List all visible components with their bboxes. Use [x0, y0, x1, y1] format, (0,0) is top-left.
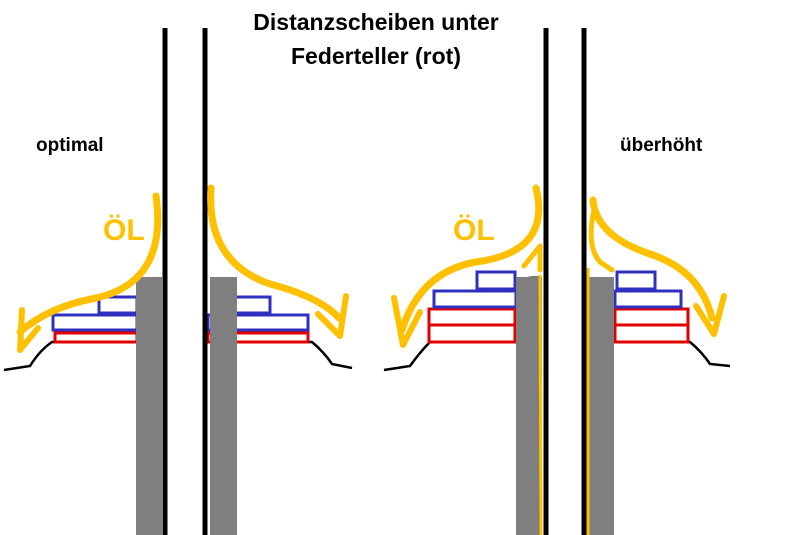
oil-flow-arrow [589, 196, 716, 322]
panel-raised-right [581, 28, 731, 535]
spring-seat-upper [232, 295, 272, 315]
valve-stem [588, 277, 614, 535]
diagram-title-line-1: Distanzscheiben unter [253, 9, 499, 35]
spring-seat-upper [475, 270, 517, 291]
valve-stem [136, 277, 162, 535]
oil-arrow-head [693, 293, 727, 337]
valve-stem-top [210, 277, 237, 290]
spacer-shim-lower [427, 323, 517, 344]
oil-flow-arrow [207, 184, 343, 322]
label-ueberhoeht: überhöht [620, 135, 703, 156]
valve-stem-top [136, 276, 162, 290]
spacer-shim-lower [613, 323, 690, 344]
oil-arrow-head [391, 295, 423, 348]
spring-seat-lower [432, 289, 518, 309]
panel-raised-left [383, 28, 549, 535]
spacer-shim-upper [613, 307, 690, 327]
oil-arrow-head [315, 293, 349, 339]
valve-stem [516, 277, 542, 535]
oil-film [538, 274, 543, 535]
spacer-shim [53, 331, 139, 344]
oil-arrow-head-stem [521, 243, 543, 273]
panel-optimal-right [202, 28, 353, 535]
label-optimal: optimal [36, 135, 104, 156]
valve-stem [210, 277, 237, 535]
panel-optimal-left [3, 28, 168, 535]
oil-flow-arrow [398, 184, 543, 334]
oil-label-left: ÖL [103, 214, 145, 247]
spring-seat-lower [613, 289, 683, 309]
cylinder-head-surface [208, 340, 353, 370]
valve-stem-top [588, 277, 614, 290]
valve-stem-top [516, 275, 542, 290]
oil-flow-arrow [16, 192, 162, 336]
spring-seat-lower [51, 313, 139, 332]
oil-arrow-head [17, 307, 41, 353]
oil-stem-branch [588, 207, 615, 273]
cylinder-head-surface [588, 340, 731, 368]
spring-seat-lower [206, 313, 310, 332]
diagram-title-line-2: Federteller (rot) [291, 43, 461, 69]
cylinder-head-surface [3, 340, 160, 372]
spring-seat-upper [97, 295, 139, 315]
spring-seat-upper [615, 270, 657, 291]
spacer-shim-upper [427, 307, 517, 327]
oil-label-right: ÖL [453, 214, 495, 247]
spacer-shim [206, 331, 310, 344]
